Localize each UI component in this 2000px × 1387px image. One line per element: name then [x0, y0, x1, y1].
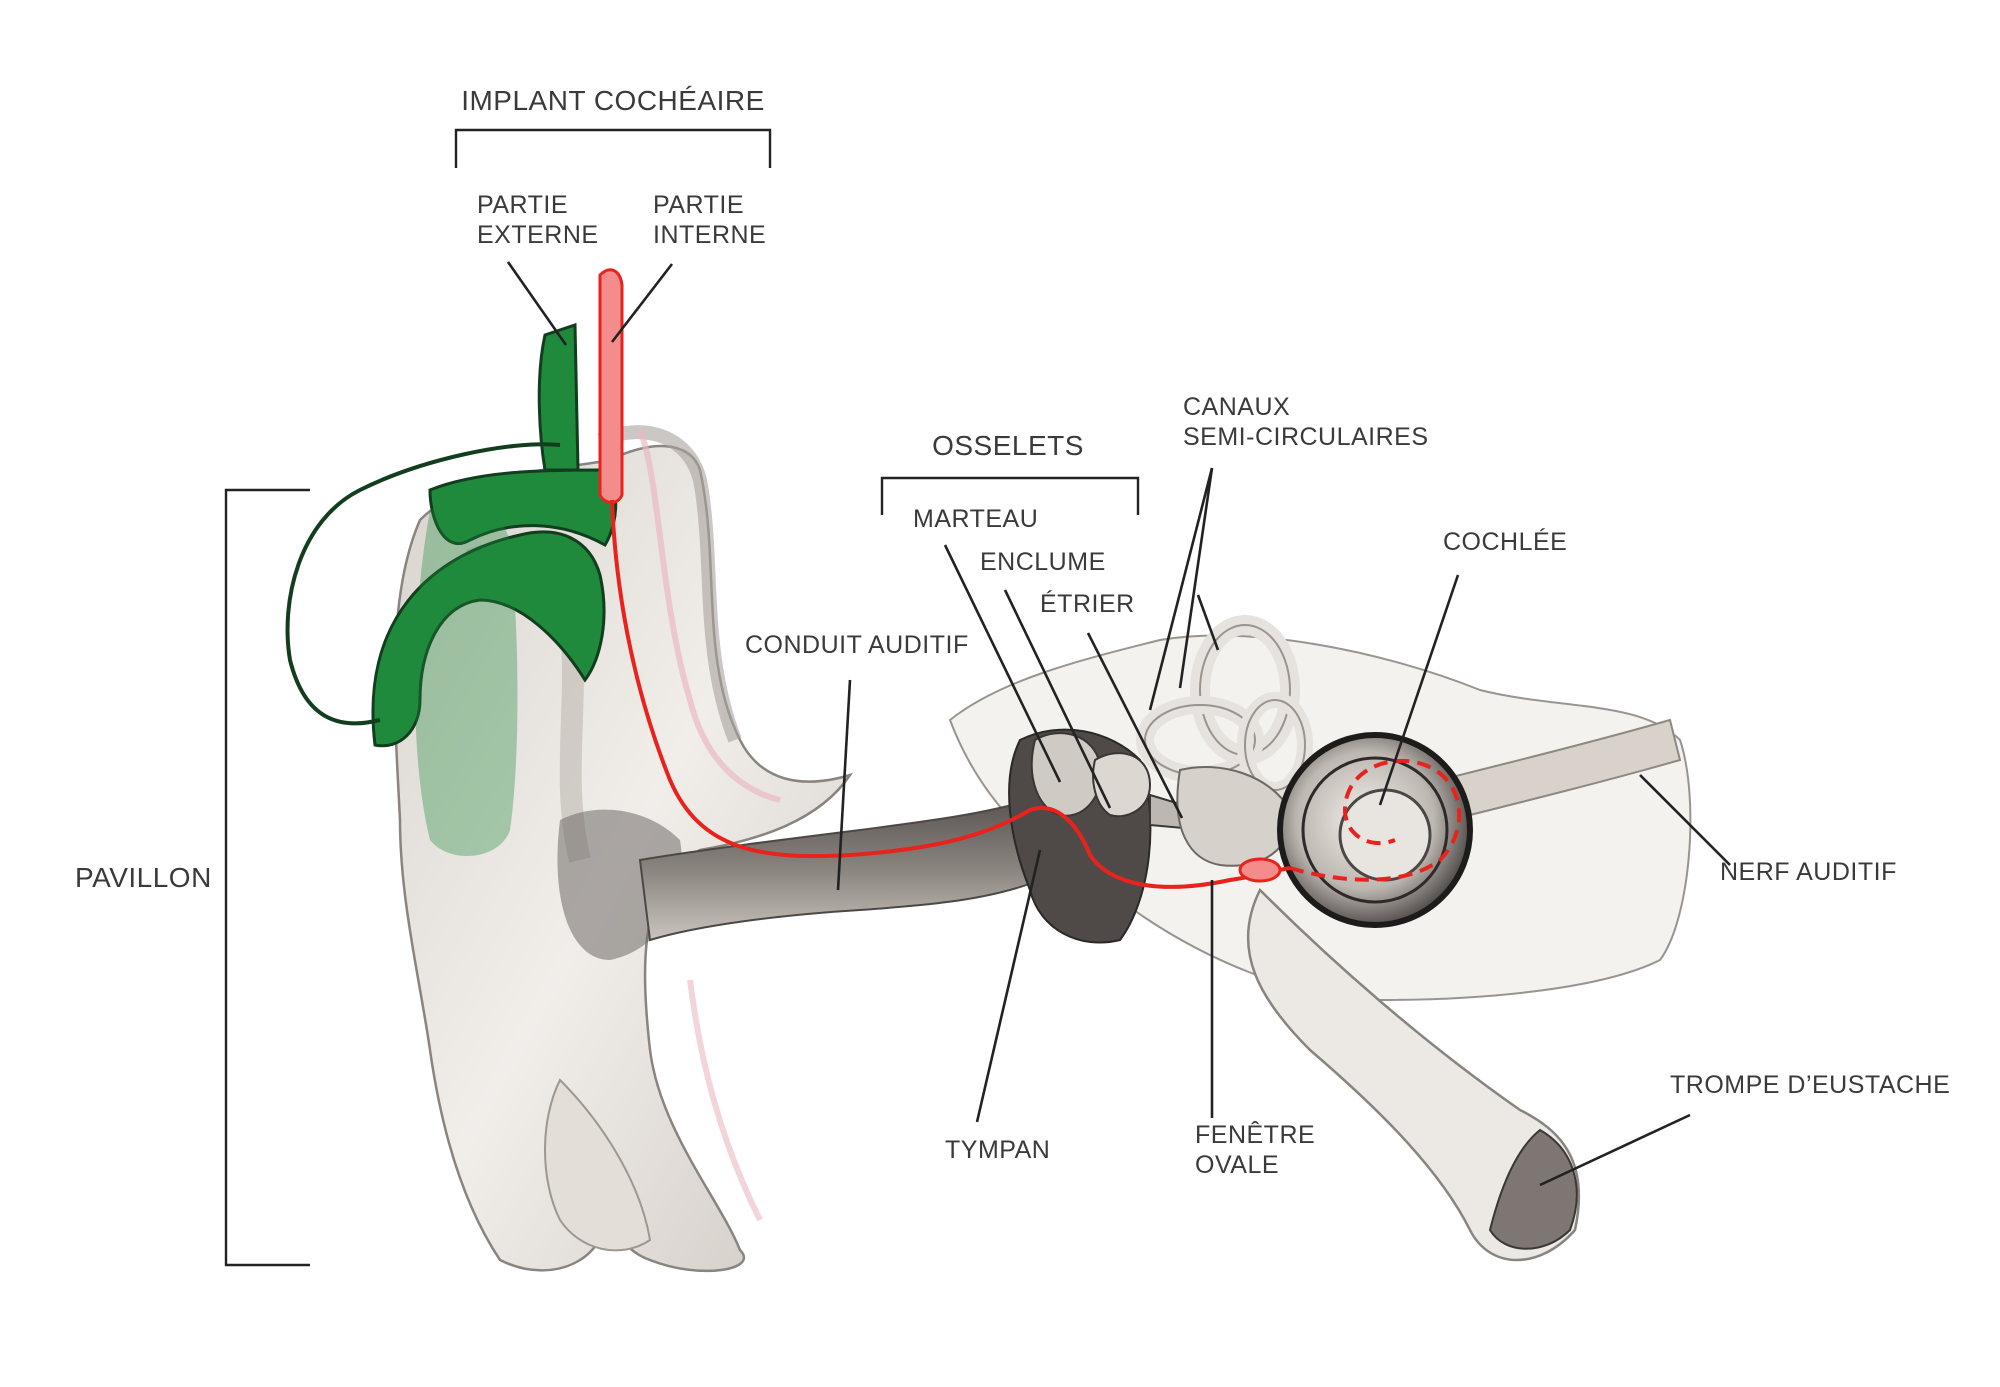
implant-external-outline	[285, 442, 561, 726]
implant-external-earhook	[428, 468, 618, 548]
labels: IMPLANT COCHÉAIRE PARTIE EXTERNE PARTIE …	[75, 85, 1950, 1179]
label-osselets: OSSELETS	[932, 430, 1084, 461]
helix-rim	[597, 425, 742, 743]
leader-conduit	[836, 679, 852, 891]
implant-bracket	[454, 128, 772, 168]
leader-tympan	[975, 849, 1042, 1123]
label-pavillon: PAVILLON	[75, 862, 212, 893]
label-tympan: TYMPAN	[945, 1136, 1050, 1164]
label-trompe: TROMPE D’EUSTACHE	[1670, 1071, 1950, 1099]
label-enclume: ENCLUME	[980, 548, 1106, 576]
brackets	[224, 128, 1140, 1267]
vestibule	[1176, 766, 1292, 867]
cochlea	[1277, 732, 1473, 928]
ear-illustration	[285, 268, 1692, 1273]
label-implant: IMPLANT COCHÉAIRE	[461, 85, 765, 116]
implant-external-translucent	[415, 506, 518, 857]
leader-canaux-a	[1148, 467, 1214, 711]
leader-partie-externe	[506, 261, 568, 346]
leader-nerf	[1639, 774, 1731, 866]
label-fenetre-line2: OVALE	[1195, 1151, 1279, 1179]
label-marteau: MARTEAU	[913, 505, 1038, 533]
label-nerf: NERF AUDITIF	[1720, 858, 1897, 886]
implant-external-coil	[537, 322, 580, 472]
label-etrier: ÉTRIER	[1040, 589, 1135, 618]
leader-cochlee	[1378, 574, 1460, 806]
pink-cartilage	[637, 428, 781, 803]
label-conduit: CONDUIT AUDITIF	[745, 631, 969, 659]
label-fenetre-line1: FENÊTRE	[1195, 1120, 1315, 1149]
implant-electrode-lead	[610, 499, 1291, 889]
pavillon-bracket	[224, 488, 310, 1267]
label-canaux-line2: SEMI-CIRCULAIRES	[1183, 423, 1429, 451]
leader-canaux-c	[1196, 594, 1220, 651]
incus	[1092, 752, 1152, 818]
ear-lobe	[544, 1078, 652, 1252]
label-canaux-line1: CANAUX	[1183, 393, 1290, 421]
auditory-nerve	[1438, 718, 1682, 822]
label-partie-interne-line2: INTERNE	[653, 221, 766, 249]
label-partie-interne-line1: PARTIE	[653, 191, 744, 219]
eustachian-tube	[1246, 887, 1581, 1262]
pink-cartilage-lower	[687, 979, 763, 1222]
leader-canaux-b	[1178, 467, 1214, 689]
label-cochlee: COCHLÉE	[1443, 527, 1567, 556]
label-partie-externe-line1: PARTIE	[477, 191, 568, 219]
leader-etrier	[1086, 632, 1184, 819]
label-partie-externe-line2: EXTERNE	[477, 221, 599, 249]
implant-electrode-contact	[1238, 857, 1282, 883]
leader-enclume	[1003, 589, 1112, 809]
implant-electrode-in-cochlea	[1289, 758, 1462, 882]
implant-external-processor	[371, 530, 606, 748]
leader-partie-interne	[610, 263, 674, 343]
leader-lines	[506, 261, 1731, 1187]
leader-marteau	[943, 544, 1062, 783]
osselets-bracket	[880, 476, 1140, 515]
implant-internal-receiver	[598, 268, 624, 504]
leader-trompe	[1539, 1113, 1691, 1187]
